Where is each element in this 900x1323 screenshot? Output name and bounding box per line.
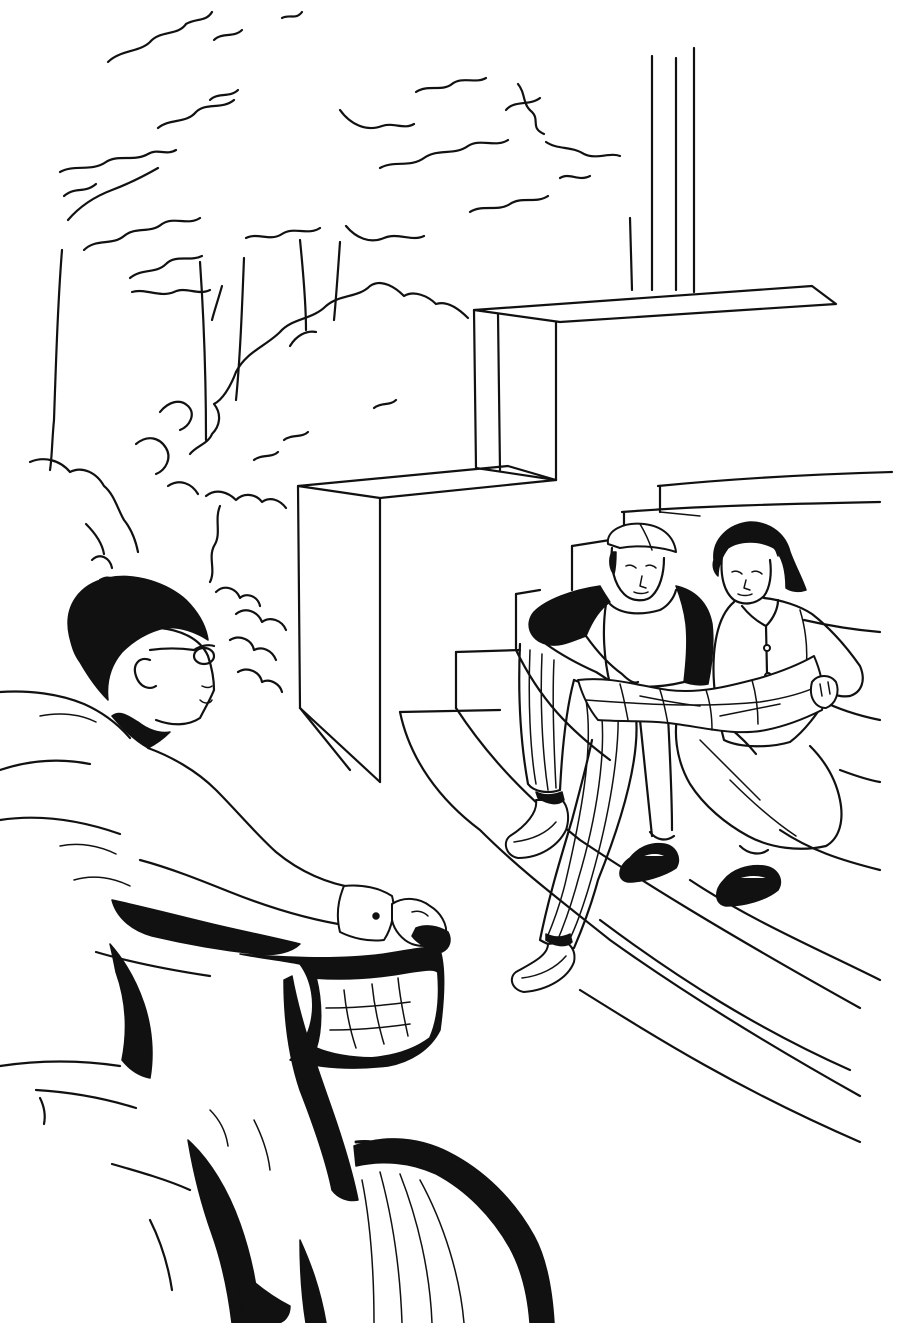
girl-sitting-on-steps bbox=[619, 521, 864, 907]
boy-sitting-on-steps bbox=[504, 522, 714, 993]
stone-steps bbox=[398, 470, 894, 1144]
building-columns bbox=[628, 46, 696, 294]
bushes bbox=[28, 281, 470, 694]
man-in-wheelchair bbox=[0, 575, 555, 1323]
tree-canopy bbox=[58, 10, 622, 296]
lower-stone-block bbox=[296, 464, 558, 784]
upper-stone-block bbox=[472, 284, 838, 482]
tree-trunks bbox=[48, 238, 342, 472]
open-map bbox=[577, 655, 839, 734]
